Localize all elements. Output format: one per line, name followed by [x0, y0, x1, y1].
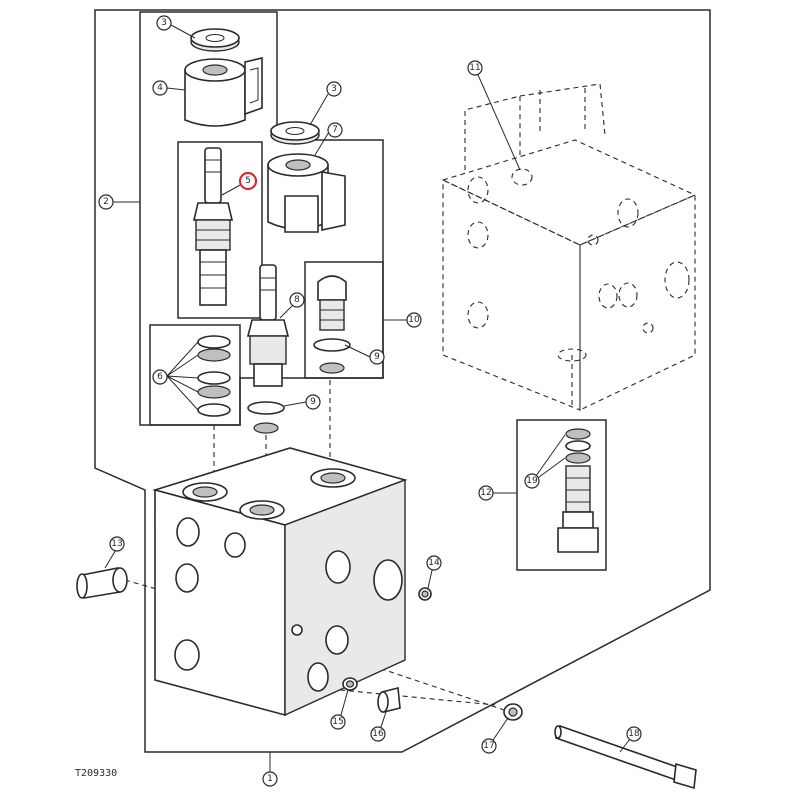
- svg-text:9: 9: [374, 352, 380, 362]
- svg-text:14: 14: [428, 558, 440, 568]
- callout-10: 10: [406, 312, 422, 328]
- figure-id: T209330: [75, 768, 117, 779]
- svg-text:15: 15: [332, 717, 343, 727]
- fitting-16: [377, 686, 401, 714]
- svg-text:3: 3: [331, 84, 337, 94]
- cartridge-valve-12: [557, 428, 599, 553]
- assembly-frame: [94, 9, 711, 753]
- callout-9-lower: 9: [305, 394, 321, 410]
- callout-2: 2: [98, 194, 114, 210]
- manifold-block-main: [152, 447, 408, 717]
- plug-10: [313, 275, 351, 374]
- seal-kit-frame: [149, 324, 241, 426]
- svg-text:3: 3: [161, 18, 167, 28]
- fitting-17: [503, 703, 523, 721]
- callout-13: 13: [109, 536, 125, 552]
- cartridge-valve-upper: [192, 147, 234, 306]
- callout-9-upper: 9: [369, 349, 385, 365]
- nut-middle: [270, 121, 320, 145]
- callout-8: 8: [289, 292, 305, 308]
- callout-17: 17: [481, 738, 497, 754]
- callout-1: 1: [262, 771, 278, 787]
- seal-rings-9: [247, 401, 285, 434]
- cartridge-12-frame: [516, 419, 607, 571]
- svg-text:13: 13: [111, 539, 122, 549]
- svg-text:8: 8: [294, 295, 300, 305]
- svg-text:5: 5: [245, 176, 251, 186]
- svg-text:12: 12: [480, 488, 491, 498]
- cartridge-valve-8: [246, 264, 290, 387]
- callout-19: 19: [524, 473, 540, 489]
- manifold-block-ghost: [441, 83, 697, 411]
- svg-text:18: 18: [628, 729, 640, 739]
- svg-text:10: 10: [408, 315, 420, 325]
- seal-rings: [197, 335, 231, 417]
- svg-text:17: 17: [483, 741, 494, 751]
- svg-text:9: 9: [310, 397, 316, 407]
- svg-text:7: 7: [332, 125, 338, 135]
- callout-3-top: 3: [156, 15, 172, 31]
- solenoid-coil-top: [184, 56, 263, 127]
- leader-lines: [104, 24, 634, 772]
- callout-6: 6: [152, 369, 168, 385]
- nut-top: [190, 28, 240, 52]
- callout-16: 16: [370, 726, 386, 742]
- callout-12: 12: [478, 485, 494, 501]
- svg-text:2: 2: [103, 197, 109, 207]
- svg-text:19: 19: [526, 476, 538, 486]
- svg-text:1: 1: [267, 774, 273, 784]
- callout-7: 7: [327, 122, 343, 138]
- svg-text:11: 11: [469, 63, 480, 73]
- pin-13: [76, 567, 128, 599]
- svg-text:16: 16: [372, 729, 384, 739]
- callout-15: 15: [330, 714, 346, 730]
- callout-4: 4: [152, 80, 168, 96]
- callout-5-highlighted: 5: [238, 171, 258, 191]
- callout-11: 11: [467, 60, 483, 76]
- svg-text:6: 6: [157, 372, 163, 382]
- callout-14: 14: [426, 555, 442, 571]
- plug-frame: [304, 261, 384, 379]
- callout-3-middle: 3: [326, 81, 342, 97]
- callout-18: 18: [626, 726, 642, 742]
- svg-text:4: 4: [157, 83, 163, 93]
- fitting-14: [418, 587, 432, 601]
- bolt-18: [554, 724, 697, 790]
- solenoid-coil-middle: [267, 153, 346, 233]
- fitting-15: [342, 677, 358, 691]
